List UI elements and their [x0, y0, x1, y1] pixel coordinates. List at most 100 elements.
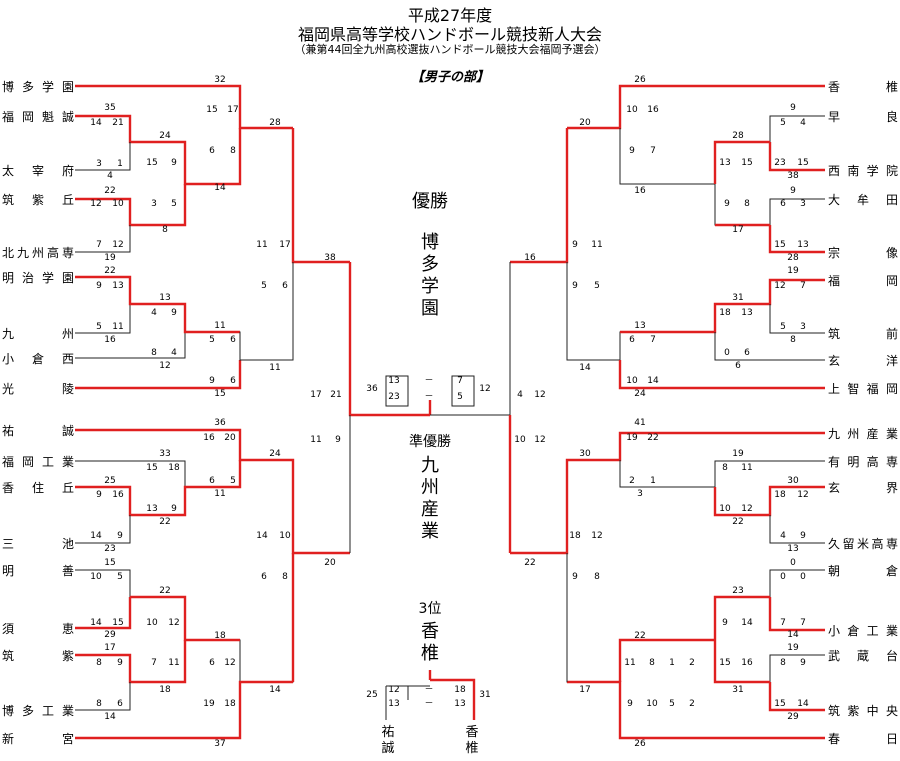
- score-label: 6: [209, 658, 215, 668]
- left-team-6: 明治学園: [2, 271, 74, 285]
- score-label: 6: [629, 335, 635, 345]
- winner-line: [510, 128, 569, 264]
- score-label: 11: [591, 240, 602, 250]
- right-team-11: 有明高専: [828, 455, 898, 469]
- score-label: －: [424, 685, 433, 695]
- score-label: 8: [96, 699, 102, 709]
- score-label: 7: [780, 618, 786, 628]
- score-label: 24: [269, 449, 281, 459]
- runner-up-name: 九州産業: [418, 455, 442, 543]
- score-label: 9: [171, 158, 177, 168]
- score-label: 22: [159, 517, 170, 527]
- score-label: 20: [579, 118, 591, 128]
- third-name-char: 香: [421, 621, 439, 642]
- score-label: 16: [647, 105, 659, 115]
- score-label: 15: [146, 463, 157, 473]
- score-label: 15: [206, 105, 217, 115]
- score-box: [451, 375, 475, 407]
- score-label: 23: [388, 392, 399, 402]
- score-label: 4: [800, 118, 806, 128]
- score-label: 10: [146, 618, 158, 628]
- winner-line: [75, 114, 242, 186]
- winner-line: [618, 360, 825, 390]
- score-label: 17: [579, 685, 590, 695]
- score-label: 4: [517, 390, 523, 400]
- winner-line: [75, 428, 350, 555]
- score-label: 3: [637, 489, 643, 499]
- score-label: 16: [741, 658, 753, 668]
- score-label: 9: [722, 618, 728, 628]
- score-label: 26: [634, 75, 646, 85]
- champion-name-char: 学: [421, 276, 439, 297]
- runner-up-label: 準優勝: [409, 434, 451, 450]
- right-team-2: 早良: [828, 110, 898, 124]
- winner-line: [768, 142, 825, 172]
- score-label: 9: [790, 103, 796, 113]
- left-team-4: 筑紫丘: [2, 193, 74, 207]
- score-label: 11: [214, 321, 225, 331]
- score-label: 13: [719, 158, 730, 168]
- score-label: 17: [227, 105, 238, 115]
- bracket-line: [75, 304, 131, 334]
- score-label: 15: [146, 158, 157, 168]
- right-team-9: 上智福岡: [828, 382, 898, 396]
- left-team-7: 九州: [2, 327, 74, 341]
- score-label: 2: [629, 476, 635, 486]
- score-label: 0: [790, 558, 796, 568]
- bracket-line: [75, 332, 186, 359]
- score-box: [385, 375, 409, 407]
- score-label: 6: [780, 199, 786, 209]
- score-label: 8: [151, 348, 157, 358]
- right-team-1: 香椎: [828, 80, 898, 94]
- score-label: 7: [800, 618, 806, 628]
- score-label: 18: [774, 490, 786, 500]
- bracket-line: [769, 515, 825, 544]
- score-label: 6: [209, 146, 215, 156]
- left-team-2: 福岡魁誠: [2, 110, 74, 124]
- score-label: 2: [689, 658, 695, 668]
- score-label: 12: [168, 618, 179, 628]
- score-label: 11: [741, 463, 752, 473]
- score-label: 22: [647, 433, 658, 443]
- score-label: 11: [256, 240, 267, 250]
- right-team-16: 武蔵台: [828, 649, 898, 663]
- score-label: 5: [457, 392, 463, 402]
- score-label: 12: [159, 361, 170, 371]
- score-label: 16: [634, 186, 646, 196]
- score-label: 0: [780, 572, 786, 582]
- score-label: 12: [224, 658, 235, 668]
- winner-line: [768, 597, 825, 632]
- score-label: 12: [534, 435, 545, 445]
- right-team-8: 玄洋: [828, 354, 898, 368]
- left-team-11: 福岡工業: [2, 455, 74, 469]
- score-label: 38: [324, 253, 336, 263]
- score-label: 14: [797, 699, 809, 709]
- score-label: 1: [117, 159, 123, 169]
- score-label: 6: [117, 699, 123, 709]
- score-label: 7: [800, 281, 806, 291]
- right-team-15: 小倉工業: [828, 624, 898, 638]
- third-match-left-team: 祐誠: [380, 725, 396, 757]
- score-label: 36: [214, 418, 226, 428]
- score-label: 10: [719, 504, 731, 514]
- score-label: 22: [159, 586, 170, 596]
- winner-line: [768, 682, 825, 712]
- champion-name-char: 博: [421, 232, 439, 253]
- score-label: 19: [787, 643, 799, 653]
- bracket-line: [714, 184, 825, 226]
- left-team-8: 小倉西: [2, 352, 74, 366]
- right-team-3: 西南学院: [828, 164, 898, 178]
- winner-line: [567, 84, 825, 130]
- score-label: 17: [104, 643, 115, 653]
- left-team-15: 須恵: [2, 622, 74, 636]
- score-label: 14: [214, 183, 226, 193]
- score-label: 33: [159, 449, 170, 459]
- left-team-9: 光陵: [2, 382, 74, 396]
- score-label: 12: [479, 384, 490, 394]
- score-label: 9: [800, 531, 806, 541]
- runner-up-name-char: 九: [421, 455, 439, 476]
- score-label: 15: [774, 240, 785, 250]
- left-team-3: 太宰府: [2, 164, 74, 178]
- right-team-10: 九州産業: [828, 427, 898, 441]
- score-label: 15: [797, 158, 808, 168]
